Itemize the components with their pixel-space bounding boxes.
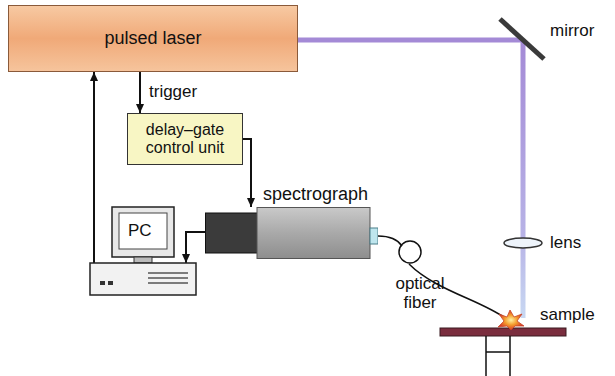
fiber-label: optical fiber [385, 275, 455, 312]
mirror-label: mirror [550, 22, 594, 41]
node-label: delay–gate control unit [132, 121, 238, 158]
signal-connector [243, 139, 251, 207]
spectrograph-body [205, 207, 378, 259]
pc-icon: PC [88, 205, 198, 297]
edge-label: trigger [148, 83, 198, 102]
optical-fiber [378, 236, 505, 318]
laser-box: pulsed laser [8, 5, 298, 72]
signal-connector [93, 72, 95, 263]
mirror-symbol [500, 19, 544, 59]
computer-drawing [88, 205, 198, 297]
plasma-flash [498, 310, 524, 330]
lens-symbol [504, 238, 542, 248]
sample-label: sample [540, 306, 595, 325]
signal-connector [139, 72, 141, 113]
spectrograph-box: spectrograph [205, 207, 378, 259]
node-label: pulsed laser [104, 28, 201, 49]
fiber-loop [399, 241, 421, 263]
sample-plate [440, 328, 566, 336]
sample-stand [486, 336, 510, 376]
node-label: PC [128, 221, 152, 241]
control-unit-box: delay–gate control unit [127, 113, 243, 165]
signal-connector [186, 232, 205, 263]
laser-beam [298, 38, 523, 43]
lens-label: lens [550, 234, 581, 253]
node-label: spectrograph [263, 184, 368, 205]
laser-beam [521, 40, 526, 318]
